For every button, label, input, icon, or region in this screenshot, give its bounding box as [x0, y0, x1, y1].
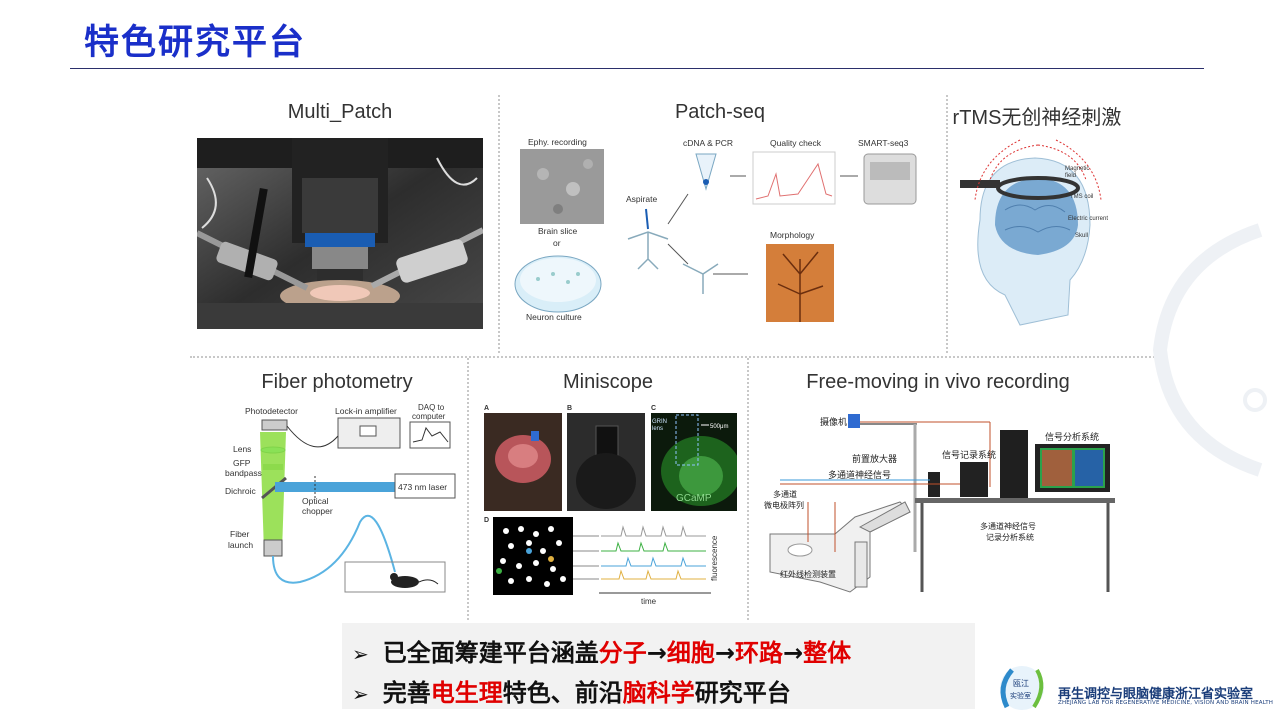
label-aspirate: Aspirate	[626, 194, 657, 204]
label-photodetector: Photodetector	[245, 406, 298, 416]
label-coil: TMS coil	[1070, 194, 1093, 200]
label-field: field	[1065, 173, 1076, 179]
divider-v2	[946, 95, 948, 353]
label-time: time	[641, 597, 657, 606]
label-system1: 多通道神经信号	[980, 521, 1036, 531]
label-b: B	[567, 405, 572, 412]
label-preamp: 前置放大器	[852, 453, 897, 464]
bullet1-text-d: 细胞	[666, 639, 715, 667]
logo-badge-1: 瓯江	[1013, 679, 1029, 688]
slide-title: 特色研究平台	[84, 23, 307, 63]
label-chopper1: Optical	[302, 496, 329, 506]
label-cdna: cDNA & PCR	[683, 138, 733, 148]
panel-title-rtms: rTMS无创神经刺激	[952, 107, 1122, 129]
bullet2-text-a: 完善	[382, 679, 431, 707]
miniscope-figure: A B C GRIN lens 500μm GCaMP D time fluor…	[484, 405, 737, 606]
label-or: or	[553, 238, 561, 248]
bullet1-text-h: 整体	[803, 639, 852, 667]
divider-v3	[467, 358, 469, 620]
watermark-logo	[1152, 223, 1267, 477]
label-grin2: lens	[652, 426, 663, 432]
summary-box	[342, 623, 975, 709]
label-current: Electric current	[1068, 216, 1108, 222]
panel-title-fiber: Fiber photometry	[261, 371, 413, 393]
label-morphology: Morphology	[770, 230, 815, 240]
label-gfp2: bandpass	[225, 468, 262, 478]
label-smart: SMART-seq3	[858, 138, 909, 148]
label-a: A	[484, 405, 489, 412]
label-recorder: 信号记录系统	[942, 449, 996, 460]
label-dichroic: Dichroic	[225, 486, 256, 496]
title-divider	[70, 68, 1204, 69]
logo-badge-2: 实验室	[1010, 691, 1031, 700]
divider-v1	[498, 95, 500, 353]
label-grin1: GRIN	[652, 419, 667, 425]
bullet-marker-2: ➢	[352, 682, 369, 706]
bullet2-text-d: 脑科学	[622, 679, 695, 707]
bullet1-arrow-2: →	[714, 639, 735, 667]
bullet1-text-a: 已全面筹建平台涵盖	[382, 639, 599, 667]
label-lockin: Lock-in amplifier	[335, 406, 397, 416]
rtms-illustration: Magnetic field TMS coil Electric current…	[960, 139, 1108, 326]
bullet-marker-1: ➢	[352, 642, 369, 666]
bullet1-arrow-1: →	[646, 639, 667, 667]
bullet1-arrow-3: →	[782, 639, 804, 667]
bullet1-text-b: 分子	[598, 639, 647, 667]
multi-patch-photo	[197, 138, 483, 329]
label-scale: 500μm	[710, 424, 728, 430]
bullet-line-2: ➢ 完善电生理特色、前沿脑科学研究平台	[352, 673, 791, 708]
label-launch1: Fiber	[230, 529, 250, 539]
label-brain-slice: Brain slice	[538, 226, 577, 236]
label-d: D	[484, 517, 489, 524]
bullet-line-1: ➢已全面筹建平台涵盖分子→细胞→环路→整体	[352, 633, 851, 668]
label-ephys: Ephy. recording	[528, 137, 587, 147]
label-daq2: computer	[412, 412, 446, 421]
label-system2: 记录分析系统	[986, 532, 1034, 542]
panel-title-freemoving: Free-moving in vivo recording	[806, 371, 1070, 393]
label-gcamp: GCaMP	[676, 493, 712, 504]
label-electrode2: 微电极阵列	[764, 500, 804, 510]
label-skull: Skull	[1075, 233, 1088, 239]
label-multi-signal: 多通道神经信号	[828, 469, 891, 480]
patch-seq-diagram: Ephy. recording Brain slice or Neuron cu…	[514, 137, 917, 322]
label-laser: 473 nm laser	[398, 482, 447, 492]
bullet2-text-c: 特色、前沿	[502, 679, 623, 707]
label-camera: 摄像机	[820, 416, 847, 427]
panel-title-patch-seq: Patch-seq	[674, 101, 766, 123]
label-analysis: 信号分析系统	[1045, 431, 1099, 442]
label-quality: Quality check	[770, 138, 822, 148]
label-electrode1: 多通道	[773, 489, 797, 499]
bullet2-text-b: 电生理	[430, 679, 503, 707]
label-c: C	[651, 405, 656, 412]
divider-h	[190, 356, 1158, 358]
bullet1-text-f: 环路	[734, 639, 783, 667]
fiber-photometry-diagram: Photodetector Lock-in amplifier DAQ to c…	[225, 403, 456, 593]
panel-title-miniscope: Miniscope	[562, 371, 654, 393]
label-magnetic: Magnetic	[1065, 166, 1089, 172]
label-neuron-culture: Neuron culture	[526, 312, 582, 322]
label-fluorescence: fluorescence	[710, 535, 719, 581]
lab-name-cn: 再生调控与眼脑健康浙江省实验室	[1058, 687, 1254, 702]
label-gfp1: GFP	[233, 458, 251, 468]
bullet2-text-e: 研究平台	[694, 679, 791, 707]
label-daq1: DAQ to	[418, 403, 445, 412]
lab-name-en: ZHEJIANG LAB FOR REGENERATIVE MEDICINE, …	[1058, 700, 1274, 706]
label-chopper2: chopper	[302, 506, 333, 516]
freemoving-diagram: 摄像机 前置放大器 信号记录系统 信号分析系统 多通道神经信号 多通道神经信号 …	[764, 414, 1115, 593]
lab-logo-icon: 瓯江 实验室	[1000, 666, 1044, 710]
panel-title-multi-patch: Multi_Patch	[287, 101, 393, 123]
divider-v4	[747, 358, 749, 620]
label-lens: Lens	[233, 444, 251, 454]
label-ir: 红外线检测装置	[780, 569, 836, 579]
label-launch2: launch	[228, 540, 253, 550]
